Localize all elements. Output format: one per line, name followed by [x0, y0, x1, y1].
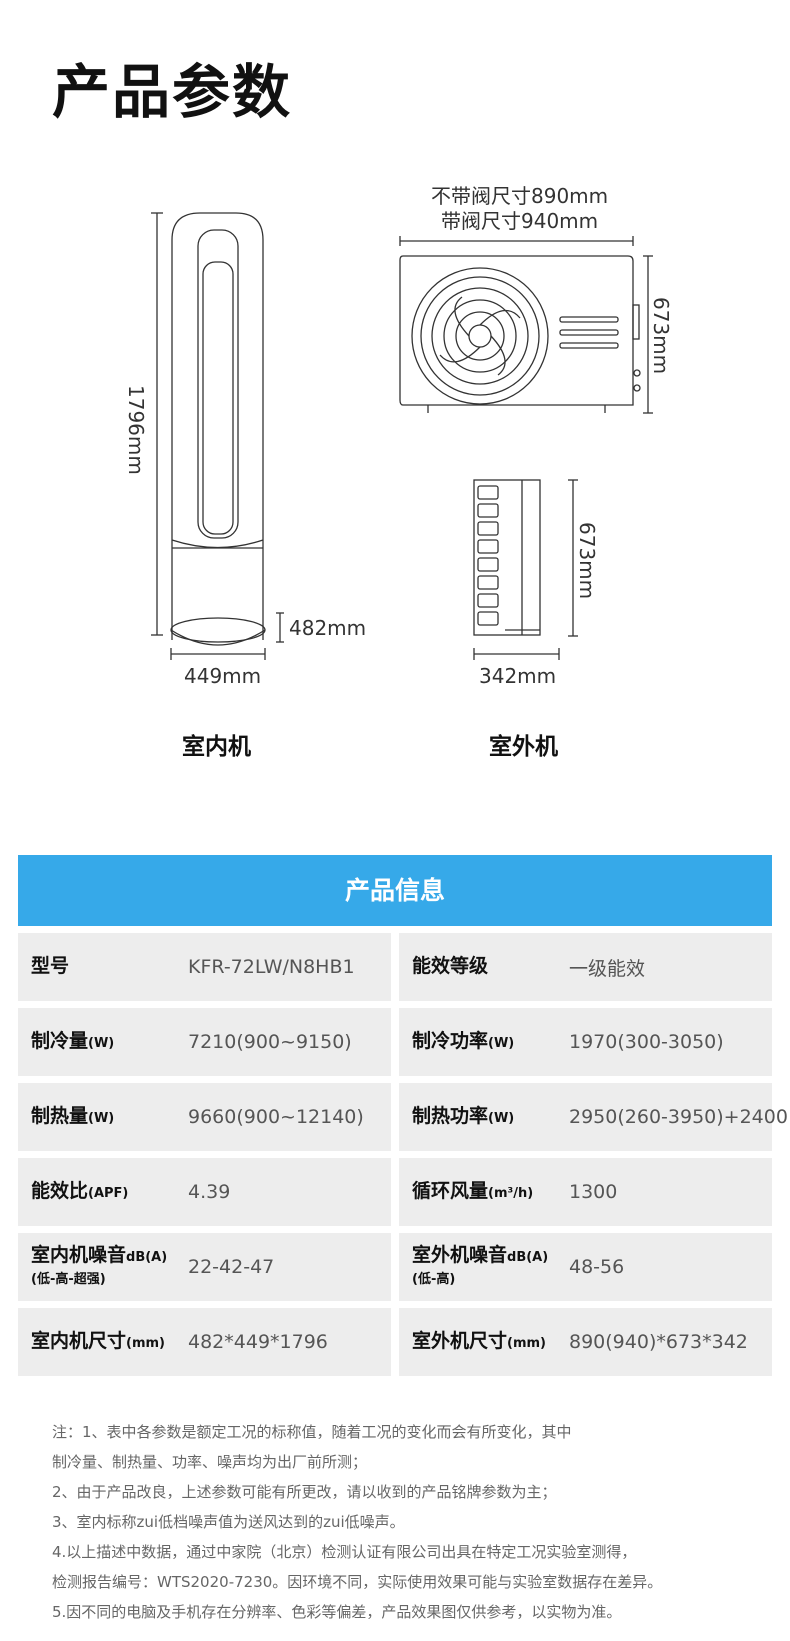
product-info-banner: 产品信息: [18, 855, 772, 926]
spec-key: 制热量(W): [31, 1104, 115, 1127]
note-line: 注：1、表中各参数是额定工况的标称值，随着工况的变化而会有所变化，其中: [52, 1423, 572, 1441]
dimension-diagram: [151, 212, 653, 660]
spec-cell: 制热量(W) 9660(900~12140): [18, 1083, 391, 1151]
outdoor-width-with-valve: 带阀尺寸940mm: [441, 209, 599, 233]
spec-value: 7210(900~9150): [188, 1031, 352, 1053]
note-line: 4.以上描述中数据，通过中家院（北京）检测认证有限公司出具在特定工况实验室测得，: [52, 1543, 637, 1561]
outdoor-unit-side-drawing: [473, 479, 541, 636]
spec-key: 循环风量(m³/h): [412, 1179, 534, 1202]
spec-value: 482*449*1796: [188, 1331, 328, 1353]
note-line: 检测报告编号：WTS2020-7230。因环境不同，实际使用效果可能与实验室数据…: [52, 1573, 663, 1591]
indoor-unit-label: 室内机: [182, 734, 251, 760]
note-line: 5.因不同的电脑及手机存在分辨率、色彩等偏差，产品效果图仅供参考，以实物为准。: [52, 1603, 622, 1621]
spec-cell: 能效等级 一级能效: [399, 933, 772, 1001]
outdoor-front-height-dimension: [643, 255, 653, 414]
spec-key: 能效等级: [412, 954, 489, 977]
spec-cell: 室内机尺寸(mm) 482*449*1796: [18, 1308, 391, 1376]
spec-value: 890(940)*673*342: [569, 1331, 748, 1353]
notes: 注：1、表中各参数是额定工况的标称值，随着工况的变化而会有所变化，其中 制冷量、…: [52, 1417, 752, 1627]
indoor-height-dimension: [151, 212, 163, 636]
spec-key: 室内机尺寸(mm): [31, 1329, 165, 1352]
spec-key: 室外机噪音dB(A)(低-高): [412, 1243, 549, 1287]
indoor-base-label: 482mm: [289, 616, 367, 640]
spec-key: 型号: [31, 954, 70, 977]
spec-value: 2950(260-3950)+2400: [569, 1106, 788, 1128]
spec-key: 能效比(APF): [31, 1179, 129, 1202]
outdoor-depth-dimension: [473, 648, 560, 660]
spec-cell: 制冷功率(W) 1970(300-3050): [399, 1008, 772, 1076]
outdoor-width-no-valve: 不带阀尺寸890mm: [431, 184, 609, 208]
indoor-unit-drawing: [170, 212, 266, 646]
spec-value: 9660(900~12140): [188, 1106, 364, 1128]
spec-cell: 型号 KFR-72LW/N8HB1: [18, 933, 391, 1001]
indoor-width-label: 449mm: [184, 664, 262, 688]
spec-cell: 能效比(APF) 4.39: [18, 1158, 391, 1226]
spec-cell: 室外机噪音dB(A)(低-高) 48-56: [399, 1233, 772, 1301]
outdoor-unit-front-drawing: [399, 255, 641, 413]
spec-key: 制热功率(W): [412, 1104, 515, 1127]
spec-cell: 制冷量(W) 7210(900~9150): [18, 1008, 391, 1076]
spec-value: 48-56: [569, 1256, 625, 1278]
note-line: 3、室内标称zui低档噪声值为送风达到的zui低噪声。: [52, 1513, 405, 1531]
outdoor-front-height-label: 673mm: [649, 297, 673, 375]
spec-value: 1970(300-3050): [569, 1031, 724, 1053]
spec-key: 室内机噪音dB(A)(低-高-超强): [31, 1243, 168, 1287]
outdoor-width-dimension: [399, 236, 634, 246]
spec-table: 型号 KFR-72LW/N8HB1 能效等级 一级能效 制冷量(W) 7210(900…: [18, 933, 788, 1376]
spec-cell: 制热功率(W) 2950(260-3950)+2400: [399, 1083, 788, 1151]
spec-value: KFR-72LW/N8HB1: [188, 956, 355, 978]
spec-key: 制冷功率(W): [412, 1029, 515, 1052]
spec-key: 室外机尺寸(mm): [412, 1329, 546, 1352]
outdoor-side-height-dimension: [568, 479, 578, 637]
note-line: 制冷量、制热量、功率、噪声均为出厂前所测；: [52, 1453, 368, 1471]
outdoor-unit-label: 室外机: [489, 734, 558, 760]
spec-key: 制冷量(W): [31, 1029, 115, 1052]
spec-value: 22-42-47: [188, 1256, 275, 1278]
indoor-base-dimension: [276, 612, 284, 643]
indoor-width-dimension: [170, 648, 266, 660]
outdoor-side-height-label: 673mm: [575, 522, 599, 600]
spec-cell: 室外机尺寸(mm) 890(940)*673*342: [399, 1308, 772, 1376]
page-title: 产品参数: [52, 58, 293, 126]
spec-value: 4.39: [188, 1181, 231, 1203]
indoor-height-label: 1796mm: [124, 385, 148, 475]
outdoor-depth-label: 342mm: [479, 664, 557, 688]
note-line: 2、由于产品改良，上述参数可能有所更改，请以收到的产品铭牌参数为主；: [52, 1483, 557, 1501]
spec-cell: 室内机噪音dB(A)(低-高-超强) 22-42-47: [18, 1233, 391, 1301]
spec-value: 一级能效: [569, 957, 646, 980]
spec-cell: 循环风量(m³/h) 1300: [399, 1158, 772, 1226]
spec-value: 1300: [569, 1181, 618, 1203]
